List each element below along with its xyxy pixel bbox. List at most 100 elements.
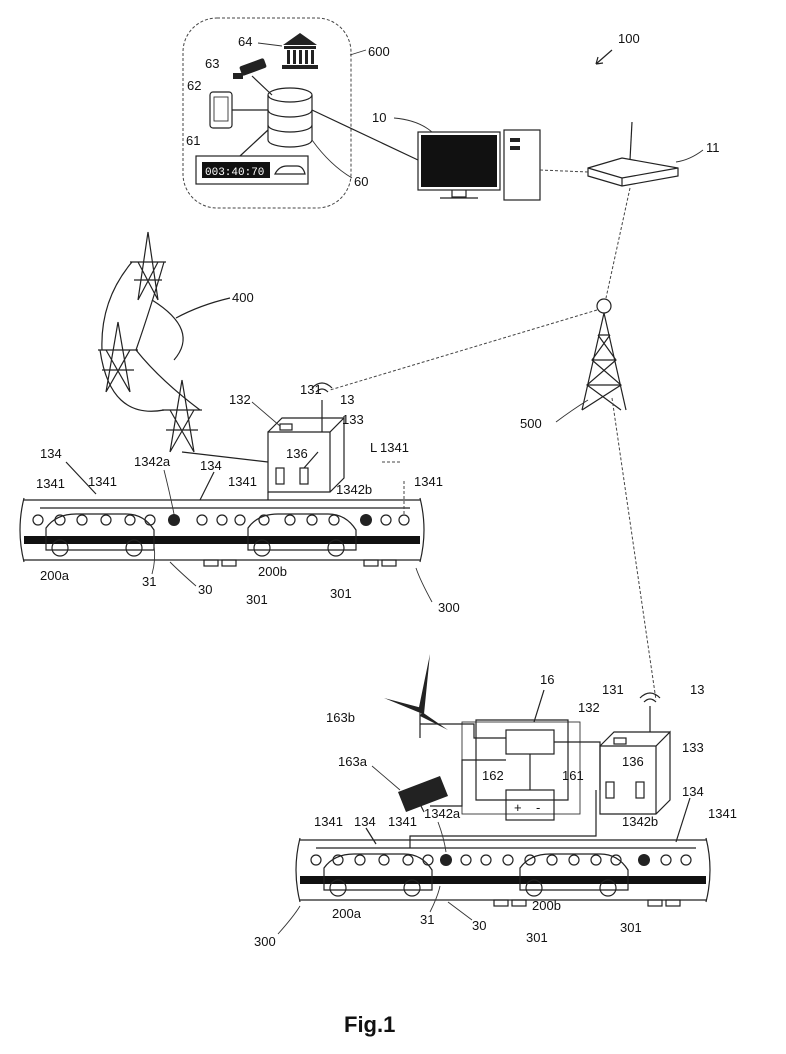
- label-134: 134: [682, 784, 704, 799]
- sensor-301-icon: [364, 560, 378, 566]
- label-61: 61: [186, 133, 200, 148]
- label-1341: 1341: [36, 476, 65, 491]
- camera-icon: [233, 58, 267, 79]
- label-200a: 200a: [332, 906, 362, 921]
- sensor-light-1342a-icon: [440, 854, 452, 866]
- label-133: 133: [342, 412, 364, 427]
- unit-136b-icon: [636, 782, 644, 798]
- label-100: 100: [618, 31, 640, 46]
- figure-caption: Fig.1: [344, 1012, 395, 1037]
- router-icon: [588, 122, 678, 186]
- label-1341: 1341: [88, 474, 117, 489]
- label-136: 136: [622, 754, 644, 769]
- sensor-light-1342b-icon: [638, 854, 650, 866]
- label-30: 30: [472, 918, 486, 933]
- label-1341: 1341: [314, 814, 343, 829]
- label-132: 132: [578, 700, 600, 715]
- light-points-row: [33, 515, 409, 525]
- label-64: 64: [238, 34, 252, 49]
- unit-136b-icon: [300, 468, 308, 484]
- label-301: 301: [330, 586, 352, 601]
- label-L: L: [370, 440, 377, 455]
- car-icon: [248, 514, 356, 550]
- battery-minus: -: [536, 800, 540, 815]
- label-62: 62: [187, 78, 201, 93]
- label-163a: 163a: [338, 754, 368, 769]
- label-30: 30: [198, 582, 212, 597]
- label-134: 134: [200, 458, 222, 473]
- label-1341: 1341: [228, 474, 257, 489]
- label-301: 301: [620, 920, 642, 935]
- label-31: 31: [420, 912, 434, 927]
- parking-display-icon: 003:40:70: [196, 156, 308, 184]
- label-1341: 1341: [388, 814, 417, 829]
- label-200b: 200b: [532, 898, 561, 913]
- label-600: 600: [368, 44, 390, 59]
- label-134: 134: [354, 814, 376, 829]
- label-10: 10: [372, 110, 386, 125]
- unit-136-icon: [606, 782, 614, 798]
- label-300: 300: [254, 934, 276, 949]
- light-points-row: [311, 855, 691, 865]
- label-1341: 1341: [414, 474, 443, 489]
- pylon-icon: [162, 380, 202, 452]
- cell-tower-icon: [582, 299, 626, 410]
- label-300: 300: [438, 600, 460, 615]
- label-400: 400: [232, 290, 254, 305]
- server-computer-icon: [418, 130, 540, 200]
- label-1342b: 1342b: [622, 814, 658, 829]
- bank-icon: [282, 33, 318, 69]
- label-500: 500: [520, 416, 542, 431]
- label-1342a: 1342a: [424, 806, 461, 821]
- converter-161-icon: [506, 730, 554, 754]
- label-161: 161: [562, 768, 584, 783]
- parking-counter-text: 003:40:70: [205, 167, 264, 179]
- sensor-light-1342b-icon: [360, 514, 372, 526]
- sensor-light-1342a-icon: [168, 514, 180, 526]
- sensor-301-icon: [204, 560, 218, 566]
- label-16: 16: [540, 672, 554, 687]
- unit-136-icon: [276, 468, 284, 484]
- label-301: 301: [246, 592, 268, 607]
- label-60: 60: [354, 174, 368, 189]
- wind-turbine-icon: [384, 654, 448, 738]
- panel-132-icon: [614, 738, 626, 744]
- pylon-icon: [98, 322, 138, 392]
- label-200a: 200a: [40, 568, 70, 583]
- phone-icon: [210, 92, 232, 128]
- label-133: 133: [682, 740, 704, 755]
- label-1341: 1341: [708, 806, 737, 821]
- label-136: 136: [286, 446, 308, 461]
- car-icon: [324, 854, 432, 890]
- panel-132-icon: [280, 424, 292, 430]
- road-segment-lower: [296, 838, 710, 906]
- label-1342b: 1342b: [336, 482, 372, 497]
- label-134: 134: [40, 446, 62, 461]
- label-200b: 200b: [258, 564, 287, 579]
- label-13: 13: [340, 392, 354, 407]
- car-icon: [46, 514, 154, 550]
- antenna-icon: [640, 693, 660, 702]
- sensor-301-icon: [648, 900, 662, 906]
- label-163b: 163b: [326, 710, 355, 725]
- label-13: 13: [690, 682, 704, 697]
- database-icon: [268, 88, 312, 147]
- label-131: 131: [602, 682, 624, 697]
- label-11: 11: [706, 140, 720, 155]
- sensor-301-icon: [494, 900, 508, 906]
- pylon-icon: [130, 232, 166, 300]
- label-31: 31: [142, 574, 156, 589]
- label-1342a: 1342a: [134, 454, 171, 469]
- power-grid-pylons: [98, 232, 202, 452]
- label-301: 301: [526, 930, 548, 945]
- label-162: 162: [482, 768, 504, 783]
- label-63: 63: [205, 56, 219, 71]
- car-icon: [520, 854, 628, 890]
- label-132: 132: [229, 392, 251, 407]
- service-cloud-600: 600 60 64 63: [183, 18, 390, 208]
- label-1341: 1341: [380, 440, 409, 455]
- charging-station-upper: [268, 383, 344, 492]
- battery-plus: +: [514, 800, 522, 815]
- label-131: 131: [300, 382, 322, 397]
